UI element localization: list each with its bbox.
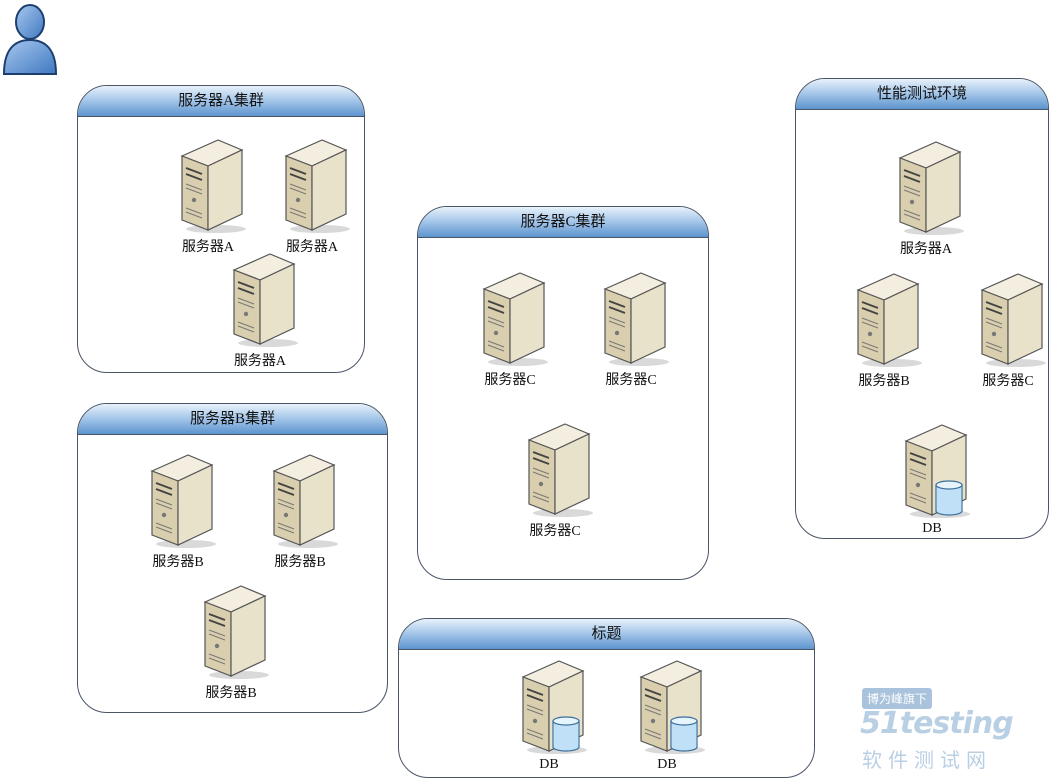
server-icon — [980, 273, 1046, 367]
server-node: 服务器C — [515, 418, 595, 548]
group-title: 服务器C集群 — [418, 207, 708, 238]
server-icon — [527, 423, 593, 517]
watermark-brand: 51testing — [860, 706, 1014, 741]
group-title: 服务器B集群 — [78, 404, 387, 435]
server-node: 服务器A — [886, 136, 966, 266]
server-node: 服务器A — [168, 134, 248, 264]
server-node: 服务器B — [138, 449, 218, 579]
server-label: 服务器C — [529, 524, 581, 539]
server-icon — [203, 585, 269, 679]
title-group: 标题 DB DB — [398, 618, 815, 778]
server-node: 服务器B — [191, 580, 271, 710]
server-label: DB — [539, 757, 559, 772]
server-label: 服务器B — [858, 374, 910, 389]
server-label: 服务器A — [181, 240, 235, 255]
server-label: DB — [657, 757, 677, 772]
server-icon — [284, 139, 350, 233]
group-title: 性能测试环境 — [796, 79, 1048, 110]
server-node: 服务器A — [272, 134, 352, 264]
server-node: 服务器A — [220, 248, 300, 372]
server-label: 服务器A — [233, 354, 287, 369]
cluster-c-group: 服务器C集群 服务器C 服务器C 服务器C — [417, 206, 709, 580]
group-title: 服务器A集群 — [78, 86, 364, 117]
server-icon — [856, 273, 922, 367]
server-label: 服务器B — [152, 555, 204, 570]
server-icon — [180, 139, 246, 233]
server-label: 服务器B — [205, 686, 257, 701]
cluster-a-group: 服务器A集群 服务器A 服务器A 服务器A — [77, 85, 365, 373]
server-icon — [232, 253, 298, 347]
server-icon — [898, 141, 964, 235]
watermark-badge: 博为峰旗下 — [862, 688, 933, 709]
server-node: 服务器C — [968, 268, 1048, 398]
perf-env-group: 性能测试环境 服务器A 服务器B 服务器C DB — [795, 78, 1049, 539]
server-icon — [150, 454, 216, 548]
watermark-logo: 博为峰旗下 51testing 软件测试网 — [832, 688, 1042, 774]
server-node: 服务器C — [470, 267, 550, 397]
watermark-subtitle: 软件测试网 — [862, 748, 992, 772]
server-icon — [603, 272, 669, 366]
server-label: 服务器C — [484, 373, 536, 388]
database-server-node: DB — [892, 419, 972, 538]
database-icon — [521, 660, 587, 754]
database-server-node: DB — [509, 655, 589, 777]
server-node: 服务器C — [591, 267, 671, 397]
server-label: 服务器C — [982, 374, 1034, 389]
server-label: 服务器B — [274, 555, 326, 570]
group-title: 标题 — [399, 619, 814, 650]
server-label: 服务器C — [605, 373, 657, 388]
cluster-b-group: 服务器B集群 服务器B 服务器B 服务器B — [77, 403, 388, 713]
server-label: DB — [922, 521, 942, 536]
user-icon — [0, 0, 60, 80]
database-server-node: DB — [627, 655, 707, 777]
server-label: 服务器A — [285, 240, 339, 255]
database-icon — [904, 424, 970, 518]
server-node: 服务器B — [260, 449, 340, 579]
server-label: 服务器A — [899, 242, 953, 257]
database-icon — [639, 660, 705, 754]
server-icon — [482, 272, 548, 366]
server-node: 服务器B — [844, 268, 924, 398]
server-icon — [272, 454, 338, 548]
